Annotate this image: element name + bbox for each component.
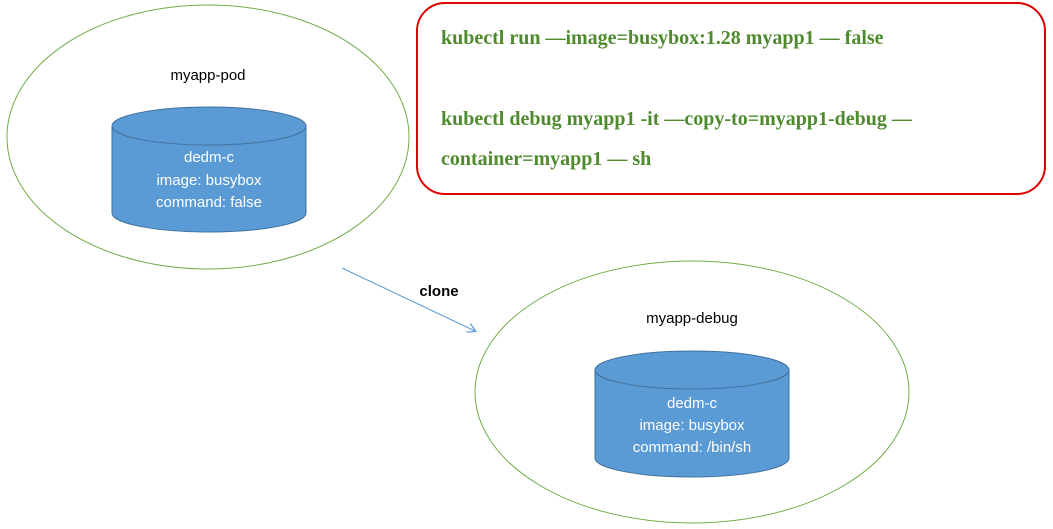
pod-title: myapp-pod xyxy=(170,67,245,84)
clone-connector: clone xyxy=(341,267,475,331)
container-cylinder: dedm-c image: busybox command: false xyxy=(111,106,307,233)
pod-title: myapp-debug xyxy=(646,310,738,327)
command-debug-continued: container=myapp1 — sh xyxy=(441,148,651,170)
pod-boundary xyxy=(474,260,910,524)
command-box: kubectl run —image=busybox:1.28 myapp1 —… xyxy=(416,2,1046,195)
container-name: dedm-c xyxy=(667,395,718,412)
command-run: kubectl run —image=busybox:1.28 myapp1 —… xyxy=(441,27,884,49)
cylinder-top xyxy=(594,350,790,390)
pod-myapp-pod: myapp-pod dedm-c image: busybox command:… xyxy=(6,4,410,270)
cylinder-body xyxy=(111,125,307,233)
cylinder-top xyxy=(111,106,307,146)
command-box-border xyxy=(416,2,1046,195)
container-image: image: busybox xyxy=(156,172,262,189)
clone-arrow xyxy=(341,267,475,331)
container-name: dedm-c xyxy=(184,149,235,166)
container-command: command: false xyxy=(156,194,262,211)
clone-label: clone xyxy=(419,283,458,300)
container-cylinder: dedm-c image: busybox command: /bin/sh xyxy=(594,350,790,478)
pod-boundary xyxy=(6,4,410,270)
cylinder-body xyxy=(594,369,790,478)
container-command: command: /bin/sh xyxy=(633,439,751,456)
container-image: image: busybox xyxy=(639,417,745,434)
pod-myapp-debug: myapp-debug dedm-c image: busybox comman… xyxy=(474,260,910,524)
command-debug: kubectl debug myapp1 -it —copy-to=myapp1… xyxy=(441,108,913,130)
